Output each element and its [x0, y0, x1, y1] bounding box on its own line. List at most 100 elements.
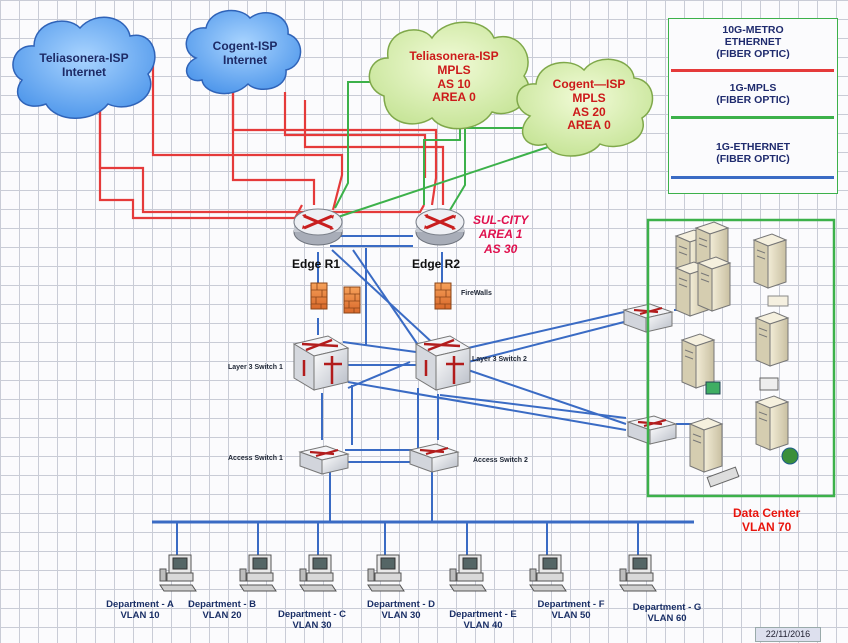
department-name: Department - F: [537, 599, 605, 610]
cloud-label-line: Internet: [222, 52, 267, 67]
area-label: SUL-CITY AREA 1 AS 30: [473, 213, 528, 256]
link-cogent-internet-r2: [231, 78, 438, 206]
globe-icon: [781, 447, 799, 465]
cloud-label-line: Cogent-ISP: [212, 39, 278, 53]
legend-line: 1G-ETHERNET: [715, 141, 791, 153]
legend-metro-label: 10G-METRO ETHERNET (FIBER OPTIC): [669, 24, 837, 60]
ethernet-links: [152, 235, 694, 555]
money-icon: [705, 381, 721, 395]
data-center-line: VLAN 70: [742, 520, 792, 535]
department-vlan: VLAN 30: [381, 609, 421, 621]
paper-icon: [767, 295, 789, 307]
cloud-label-line: AREA 0: [567, 118, 611, 133]
cloud-teliasonera-mpls: [368, 21, 530, 130]
department-a-label: Department - A VLAN 10: [100, 599, 180, 622]
data-center-label: Data Center VLAN 70: [733, 506, 800, 535]
firewall-1-icon: [310, 282, 328, 310]
data-center-servers: [675, 221, 799, 488]
pc-icon: [239, 554, 277, 592]
edge-router-r2-icon: [414, 207, 466, 247]
data-center-line: Data Center: [733, 506, 801, 520]
legend-line: (FIBER OPTIC): [716, 153, 790, 166]
pc-icon: [619, 554, 657, 592]
area-line: SUL-CITY: [473, 213, 529, 227]
edge-r2-label: Edge R2: [412, 257, 461, 271]
date-stamp: 22/11/2016: [755, 627, 821, 642]
access-switch-2-icon: [408, 442, 460, 474]
keyboard-icon: [706, 466, 740, 488]
department-name: Department - D: [366, 599, 436, 610]
legend-ethernet-swatch: [671, 176, 834, 179]
layer3-switch-2-label: Layer 3 Switch 2: [472, 356, 527, 363]
firewall-3-icon: [434, 282, 452, 310]
cloud-label-line: Internet: [61, 64, 106, 79]
department-b-label: Department - B VLAN 20: [182, 599, 262, 622]
cloud-label-teliasonera-mpls: Teliasonera-ISP MPLS AS 10 AREA 0: [384, 49, 524, 105]
department-name: Department - A: [106, 599, 174, 610]
pc-icon: [529, 554, 567, 592]
server-icon: [681, 333, 715, 389]
legend: 10G-METRO ETHERNET (FIBER OPTIC) 1G-MPLS…: [668, 18, 838, 194]
cloud-label-cogent-mpls: Cogent—ISP MPLS AS 20 AREA 0: [530, 77, 648, 133]
cloud-label-teliasonera-internet: Teliasonera-ISP Internet: [24, 51, 144, 80]
server-icon: [753, 233, 787, 289]
area-line: AREA 1: [478, 227, 523, 242]
legend-mpls-swatch: [671, 116, 834, 119]
cloud-label-line: AREA 0: [432, 90, 476, 105]
pc-icon: [299, 554, 337, 592]
department-vlan: VLAN 30: [292, 619, 332, 631]
department-c-label: Department - C VLAN 30: [270, 609, 354, 632]
legend-line: 10G-METRO: [722, 24, 784, 36]
link-cogent-internet-r1: [231, 78, 316, 205]
server-icon: [755, 311, 789, 367]
server-icon: [697, 256, 731, 312]
department-d-label: Department - D VLAN 30: [360, 599, 442, 622]
cloud-label-line: Teliasonera-ISP: [39, 51, 129, 65]
link-cogent-mpls-r1: [325, 137, 576, 222]
cloud-label-line: AS 10: [437, 76, 471, 91]
legend-metro-swatch: [671, 69, 834, 72]
department-name: Department - B: [187, 599, 257, 610]
department-e-label: Department - E VLAN 40: [442, 609, 524, 632]
legend-line: ETHERNET: [724, 36, 782, 49]
firewalls-label: FireWalls: [461, 290, 492, 297]
datacenter-switch-2-icon: [626, 414, 678, 446]
cloud-teliasonera-internet: [12, 16, 156, 119]
access-switch-2-label: Access Switch 2: [473, 457, 528, 464]
server-icon: [689, 417, 723, 473]
firewall-2-icon: [343, 286, 361, 314]
cloud-label-line: Cogent—ISP: [552, 77, 626, 91]
legend-ethernet-label: 1G-ETHERNET (FIBER OPTIC): [669, 141, 837, 165]
legend-line: 1G-MPLS: [729, 82, 777, 94]
area-line: AS 30: [483, 241, 518, 256]
department-name: Department - E: [449, 609, 517, 620]
pc-icon: [367, 554, 405, 592]
data-center-box: [646, 218, 836, 498]
edge-r1-label: Edge R1: [292, 257, 341, 271]
cloud-label-line: MPLS: [437, 62, 471, 77]
cloud-label-line: Teliasonera-ISP: [409, 49, 499, 63]
department-vlan: VLAN 40: [463, 619, 503, 631]
department-vlan: VLAN 10: [120, 609, 160, 621]
link-teliasonera-internet-r1: [98, 105, 303, 220]
department-name: Department - G: [632, 602, 702, 613]
department-f-label: Department - F VLAN 50: [530, 599, 612, 622]
legend-line: (FIBER OPTIC): [716, 94, 790, 107]
cloud-label-line: AS 20: [572, 104, 606, 119]
department-g-label: Department - G VLAN 60: [625, 602, 709, 625]
access-switch-1-label: Access Switch 1: [228, 455, 283, 462]
department-pcs: [159, 554, 657, 592]
department-vlan: VLAN 60: [647, 612, 687, 624]
pc-icon: [449, 554, 487, 592]
access-switch-1-icon: [298, 444, 350, 476]
layer3-switch-2-icon: [414, 334, 472, 392]
department-name: Department - C: [277, 609, 347, 620]
layer3-switch-1-icon: [292, 334, 350, 392]
cloud-label-cogent-internet: Cogent-ISP Internet: [190, 39, 300, 68]
server-icon: [755, 395, 789, 451]
edge-router-r1-icon: [292, 207, 344, 247]
legend-line: (FIBER OPTIC): [716, 48, 790, 61]
layer3-switch-1-label: Layer 3 Switch 1: [228, 364, 283, 371]
